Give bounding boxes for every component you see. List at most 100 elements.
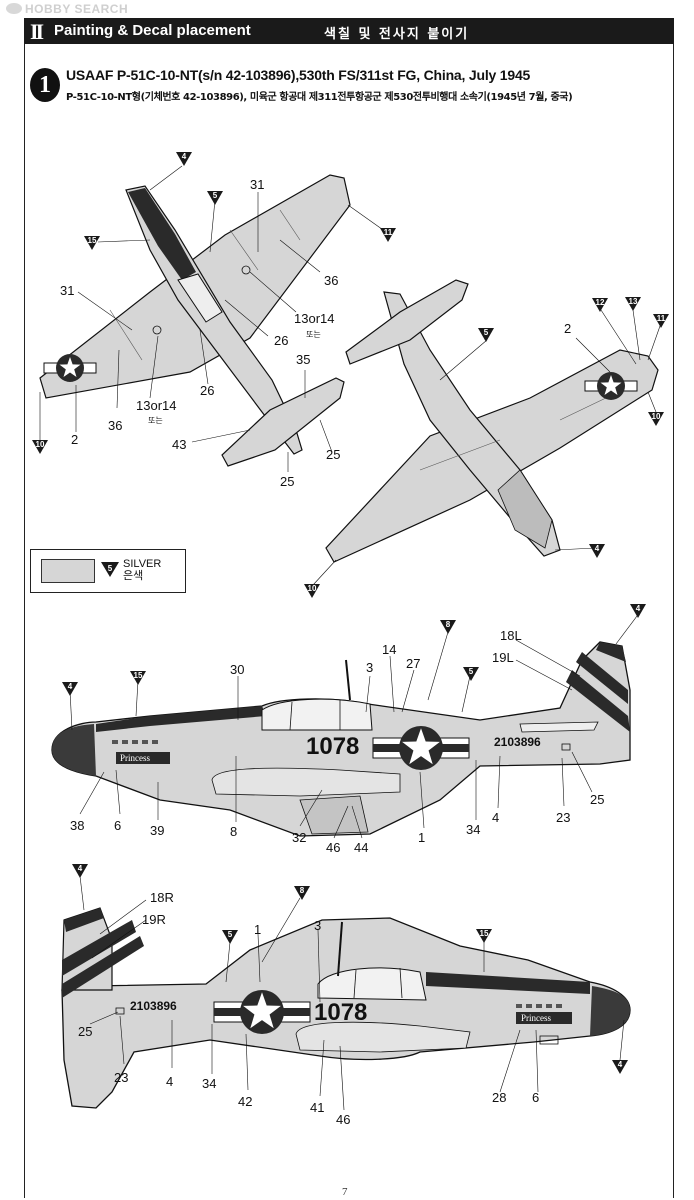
svg-text:26: 26 [274,333,288,348]
svg-text:11: 11 [657,314,666,323]
top-view-markers: 4 5 15 11 10 [32,152,396,454]
svg-text:35: 35 [296,352,310,367]
svg-text:14: 14 [382,642,396,657]
svg-text:6: 6 [532,1090,539,1105]
watermark: HOBBY SEARCH [6,2,128,16]
left-side-callout-labels: 30 3 14 27 18L 19L 38 6 39 8 32 46 44 1 … [70,628,604,855]
section-number: II [30,19,44,44]
svg-text:5: 5 [469,667,474,676]
svg-text:25: 25 [78,1024,92,1039]
bottom-view-callout-lines [312,309,661,586]
svg-text:5: 5 [484,328,489,337]
svg-text:1: 1 [254,922,261,937]
top-view-callout-labels: 31 31 36 36 13or14 또는 13or14 또는 26 26 2 … [60,177,340,489]
svg-text:3: 3 [314,918,321,933]
svg-text:18L: 18L [500,628,522,643]
legend-label-kr: 은색 [123,570,144,582]
svg-text:4: 4 [166,1074,173,1089]
watermark-text: HOBBY SEARCH [25,2,129,16]
scheme-number-badge: 1 [30,68,60,102]
section-title: Painting & Decal placement [54,22,251,39]
svg-text:32: 32 [292,830,306,845]
svg-text:25: 25 [280,474,294,489]
svg-text:6: 6 [114,818,121,833]
bottom-view-callout-labels: 2 [564,321,571,336]
right-side-aircraft: Princess 1078 2103896 [61,907,631,1109]
hobby-search-logo-icon [6,3,22,14]
right-side-callout-labels: 18R 19R 1 3 25 23 4 34 42 41 46 28 6 [78,890,539,1127]
svg-text:30: 30 [230,662,244,677]
svg-text:15: 15 [88,236,97,245]
svg-text:19R: 19R [142,912,166,927]
svg-text:또는: 또는 [148,416,163,425]
svg-text:23: 23 [556,810,570,825]
nose-art-left: Princess [120,753,150,763]
bottom-view-markers: 12 13 11 10 5 4 10 [304,297,669,598]
svg-text:8: 8 [300,886,305,895]
svg-text:41: 41 [310,1100,324,1115]
svg-text:11: 11 [384,228,393,237]
svg-text:5: 5 [213,191,218,200]
svg-text:34: 34 [466,822,480,837]
top-view-callout-lines [39,165,387,472]
legend-marker-icon: 5 [101,562,119,577]
svg-text:38: 38 [70,818,84,833]
left-side-callout-lines [69,611,641,839]
color-legend: 5 SILVER 은색 [30,549,186,593]
right-side-markers: 4 5 8 15 4 [72,864,628,1074]
tail-serial-right: 2103896 [130,999,177,1013]
svg-text:4: 4 [636,604,641,613]
svg-text:또는: 또는 [306,330,321,339]
svg-text:15: 15 [480,929,489,938]
svg-text:46: 46 [326,840,340,855]
svg-text:43: 43 [172,437,186,452]
silver-swatch [41,559,95,583]
svg-text:36: 36 [108,418,122,433]
svg-text:34: 34 [202,1076,216,1091]
nose-art-right: Princess [521,1013,551,1023]
svg-text:15: 15 [134,671,143,680]
svg-text:4: 4 [68,682,73,691]
fuselage-code-right: 1078 [314,999,367,1026]
svg-text:42: 42 [238,1094,252,1109]
bottom-view-aircraft [325,279,659,563]
page-frame [24,18,674,1198]
svg-text:10: 10 [652,412,661,421]
svg-text:46: 46 [336,1112,350,1127]
legend-label-en: SILVER [123,558,162,570]
svg-text:26: 26 [200,383,214,398]
tail-serial-left: 2103896 [494,735,541,749]
svg-text:5: 5 [108,564,113,573]
svg-text:19L: 19L [492,650,514,665]
svg-text:4: 4 [182,152,187,161]
svg-text:23: 23 [114,1070,128,1085]
svg-text:2: 2 [71,432,78,447]
svg-text:27: 27 [406,656,420,671]
left-side-markers: 4 15 8 5 4 [62,604,646,696]
svg-text:3: 3 [366,660,373,675]
left-side-aircraft: Princess 1078 2103896 [51,641,631,837]
svg-text:44: 44 [354,840,368,855]
svg-text:4: 4 [595,544,600,553]
section-header: II Painting & Decal placement 색칠 및 전사지 붙… [24,18,674,44]
svg-text:28: 28 [492,1090,506,1105]
svg-text:25: 25 [326,447,340,462]
svg-text:8: 8 [230,824,237,839]
svg-text:2: 2 [564,321,571,336]
svg-text:8: 8 [446,620,451,629]
page-number: 7 [342,1186,348,1198]
svg-text:39: 39 [150,823,164,838]
svg-text:31: 31 [60,283,74,298]
svg-text:4: 4 [492,810,499,825]
legend-label: SILVER 은색 [123,558,161,582]
svg-text:4: 4 [78,864,83,873]
right-side-callout-lines [79,875,625,1111]
svg-text:13: 13 [629,297,638,306]
svg-text:5: 5 [228,930,233,939]
svg-text:10: 10 [36,440,45,449]
svg-text:31: 31 [250,177,264,192]
svg-text:10: 10 [308,584,317,593]
svg-text:4: 4 [618,1060,623,1069]
svg-text:1: 1 [418,830,425,845]
svg-text:36: 36 [324,273,338,288]
